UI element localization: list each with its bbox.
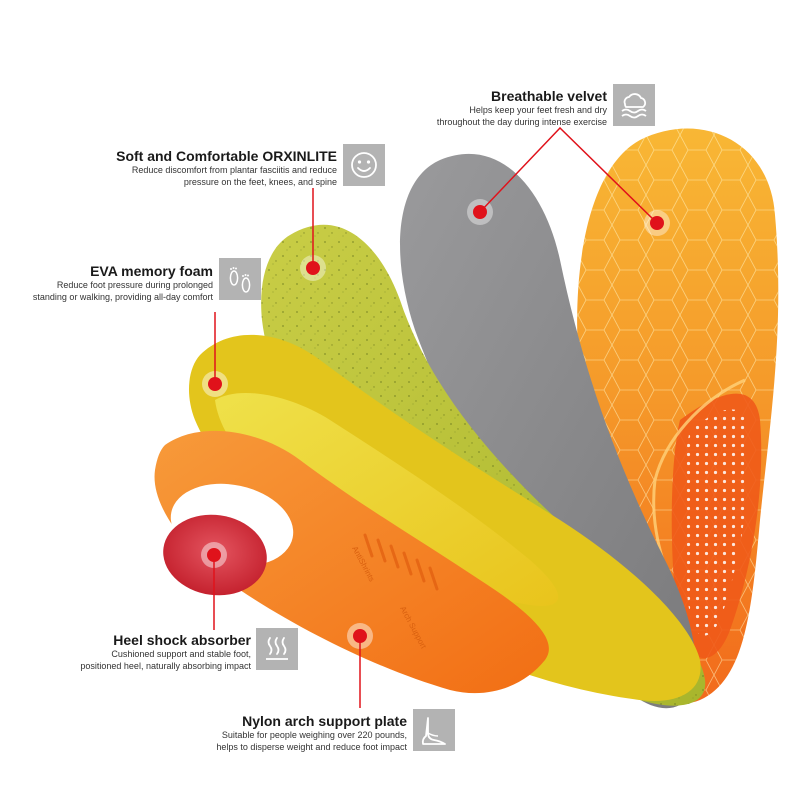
callout-description: Reduce discomfort from plantar fasciitis… — [131, 165, 337, 187]
callout-description: Helps keep your feet fresh and dry throu… — [436, 105, 607, 127]
callout-orxinlite: Soft and Comfortable ORXINLITE Reduce di… — [116, 148, 337, 188]
callout-description: Cushioned support and stable foot, posit… — [80, 649, 251, 671]
yellow-memory-foam-layer — [188, 334, 701, 701]
callout-heel-shock-absorber: Heel shock absorber Cushioned support an… — [80, 632, 251, 672]
callout-title: Breathable velvet — [491, 88, 607, 104]
callout-nylon-arch-plate: Nylon arch support plate Suitable for pe… — [216, 713, 407, 753]
foot-arch-icon — [413, 709, 455, 751]
callout-title: Nylon arch support plate — [242, 713, 407, 729]
breathable-cloud-icon — [613, 84, 655, 126]
callout-title: Heel shock absorber — [113, 632, 251, 648]
footprints-icon — [219, 258, 261, 300]
callout-description: Reduce foot pressure during prolonged st… — [32, 280, 213, 302]
heat-waves-icon — [256, 628, 298, 670]
leader-lines — [213, 126, 658, 708]
callout-title: EVA memory foam — [90, 263, 213, 279]
callout-breathable-velvet: Breathable velvet Helps keep your feet f… — [437, 88, 607, 128]
callout-eva-memory-foam: EVA memory foam Reduce foot pressure dur… — [33, 263, 213, 303]
callout-title: Soft and Comfortable ORXINLITE — [116, 148, 337, 164]
smiley-face-icon — [343, 144, 385, 186]
callout-description: Suitable for people weighing over 220 po… — [216, 730, 407, 752]
leader-breathable-velvet — [479, 126, 658, 224]
